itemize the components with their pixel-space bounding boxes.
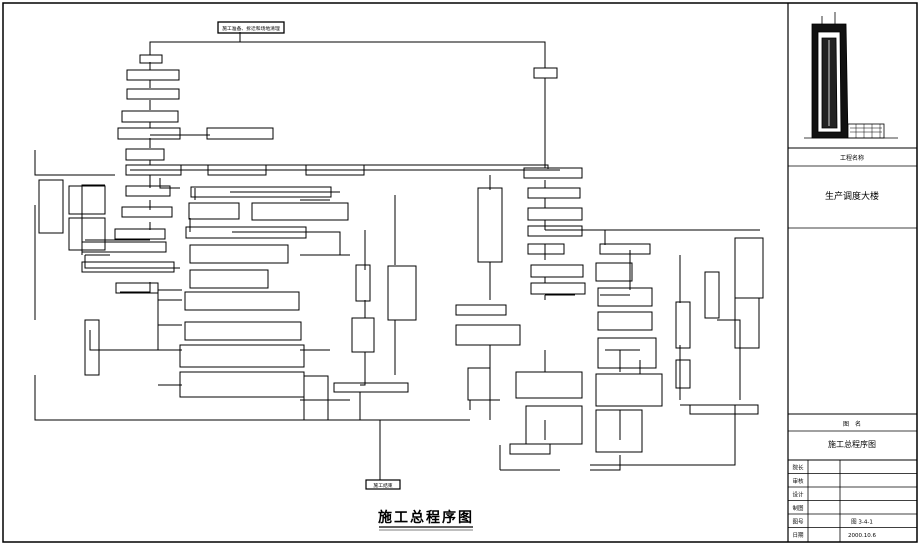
- start-box-label: 施工准备、拆迁和场地清理: [222, 25, 280, 32]
- flow-box: [189, 244, 289, 264]
- flow-box: [597, 337, 657, 369]
- flow-box: [387, 265, 417, 321]
- flow-box: [734, 297, 760, 349]
- flow-box: [599, 243, 651, 255]
- title-block: 工程名称 生产调度大楼 图 名 施工总程序图 院长 审核 设计 制图 图号 日期…: [788, 12, 917, 542]
- flow-box: [68, 185, 106, 215]
- flow-box: [527, 243, 565, 255]
- flow-box: [305, 164, 365, 176]
- project-name: 生产调度大楼: [825, 190, 879, 202]
- flow-box: [333, 382, 409, 393]
- flow-box: [523, 167, 583, 179]
- flow-box: [595, 262, 633, 282]
- flow-box: [38, 179, 64, 234]
- flow-box: [126, 69, 180, 81]
- flow-box: [689, 404, 759, 415]
- flow-box: [189, 269, 269, 289]
- flow-box: [467, 367, 491, 401]
- flow-box: [115, 282, 159, 294]
- flow-box: [188, 202, 240, 220]
- flow-box: [117, 127, 181, 140]
- drawing-main-title: 施工总程序图: [378, 509, 474, 526]
- row-label-dean: 院长: [792, 464, 804, 472]
- flow-box: [184, 291, 300, 311]
- row-label-date: 日期: [792, 532, 804, 539]
- flow-box: [126, 88, 180, 100]
- flow-box: [68, 217, 106, 251]
- flow-box: [121, 110, 179, 123]
- drawing-name: 施工总程序图: [828, 439, 876, 449]
- flow-box: [179, 344, 305, 368]
- flow-box: [527, 187, 581, 199]
- row-label-review: 审核: [792, 477, 804, 485]
- flow-box: [114, 228, 166, 240]
- flow-box: [595, 373, 663, 407]
- finish-box-label: 施工结束: [373, 482, 392, 489]
- flow-box: [675, 301, 691, 349]
- flow-box: [525, 405, 583, 445]
- flow-box: [533, 67, 558, 79]
- flow-box: [251, 202, 349, 221]
- flow-box: [179, 371, 305, 398]
- flow-box: [675, 359, 691, 389]
- flow-box: [217, 21, 285, 34]
- flow-box: [515, 371, 583, 399]
- flow-box: [455, 324, 521, 346]
- flow-box: [527, 207, 583, 221]
- date-value: 2000.10.6: [848, 533, 876, 539]
- flow-box: [597, 311, 653, 331]
- row-label-drawing-number: 图号: [792, 518, 804, 526]
- flow-box: [81, 241, 167, 253]
- drawing-name-label: 图 名: [843, 420, 861, 428]
- drawing-number-value: 图 3-4-1: [851, 518, 873, 526]
- flow-box: [365, 479, 401, 490]
- flow-box: [351, 317, 375, 353]
- flow-box: [139, 54, 163, 64]
- flow-box: [84, 319, 100, 376]
- flow-box: [734, 237, 764, 299]
- flow-box: [125, 148, 165, 161]
- flow-box: [595, 409, 643, 453]
- flow-box: [530, 264, 584, 278]
- flowchart: [34, 21, 764, 490]
- flow-box: [185, 226, 307, 239]
- project-name-label: 工程名称: [840, 154, 864, 162]
- flow-box: [184, 321, 302, 341]
- flow-box: [121, 206, 173, 218]
- flow-box: [530, 282, 586, 295]
- flow-box: [207, 164, 267, 176]
- building-elevation-image: [804, 12, 898, 139]
- flow-box: [190, 186, 332, 198]
- flow-box: [477, 187, 503, 263]
- flow-box: [206, 127, 274, 140]
- flow-box: [597, 287, 653, 307]
- flow-box: [527, 225, 583, 237]
- flow-box: [125, 164, 182, 176]
- flow-box: [509, 443, 551, 455]
- flow-box: [455, 304, 507, 316]
- row-label-drafting: 制图: [792, 504, 804, 512]
- row-label-design: 设计: [792, 491, 804, 499]
- flow-box: [81, 261, 175, 273]
- flow-box: [303, 375, 329, 421]
- flow-box: [355, 264, 371, 302]
- flow-box: [125, 185, 171, 197]
- flow-box: [704, 271, 720, 319]
